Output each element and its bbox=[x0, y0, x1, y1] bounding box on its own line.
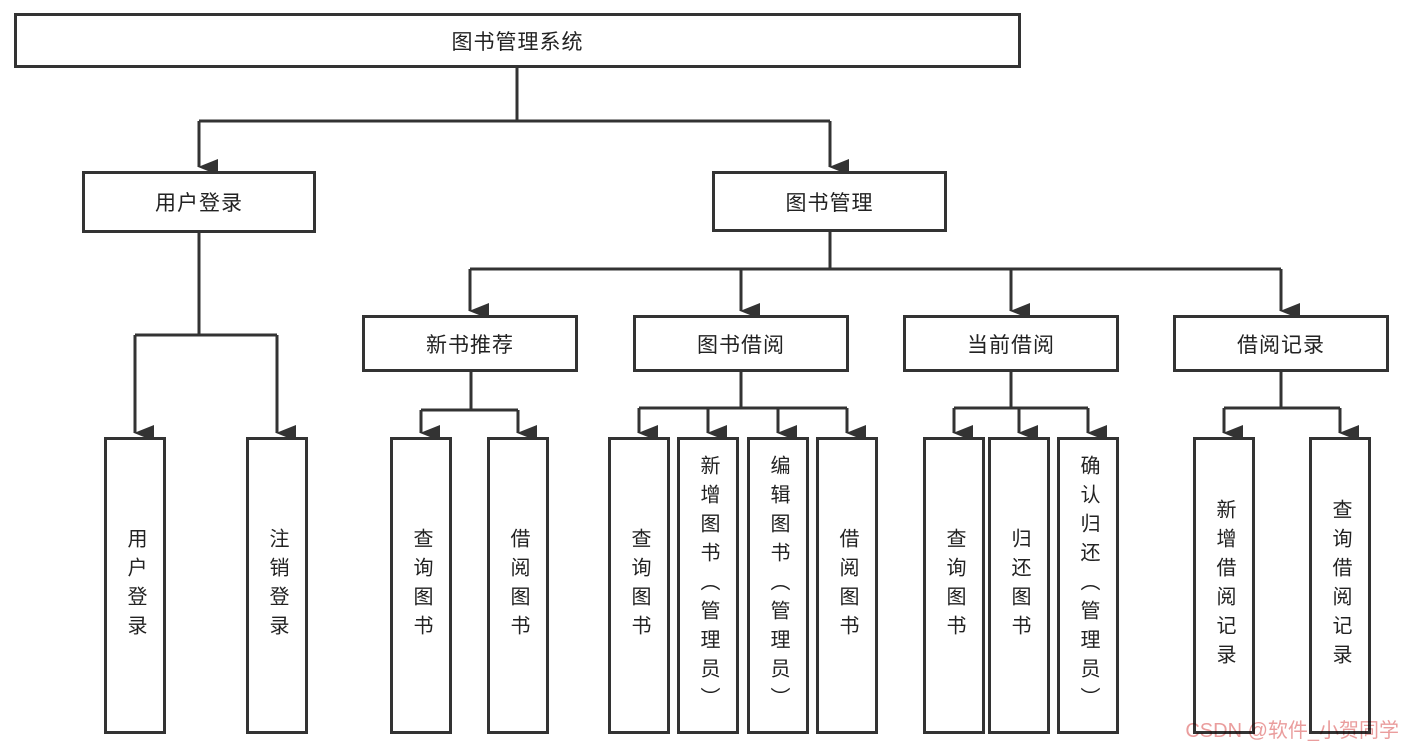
node-label: 用户登录 bbox=[155, 192, 243, 215]
node-label: 归还图书 bbox=[1008, 527, 1030, 644]
node-current-borrow: 当前借阅 bbox=[903, 315, 1119, 372]
leaf-current-query-book: 查询图书 bbox=[923, 437, 985, 734]
leaf-borrow-borrow-book: 借阅图书 bbox=[816, 437, 878, 734]
watermark: CSDN @软件_小贺同学 bbox=[1185, 720, 1399, 742]
node-label: 注销登录 bbox=[266, 527, 288, 644]
leaf-borrow-query-book: 查询图书 bbox=[608, 437, 670, 734]
node-label: 查询借阅记录 bbox=[1329, 498, 1351, 673]
node-label: 确认归还（管理员） bbox=[1077, 455, 1099, 716]
node-new-book-recommend: 新书推荐 bbox=[362, 315, 578, 372]
leaf-record-add-record: 新增借阅记录 bbox=[1193, 437, 1255, 734]
node-label: 新增图书（管理员） bbox=[697, 455, 719, 716]
leaf-borrow-edit-book-admin: 编辑图书（管理员） bbox=[747, 437, 809, 734]
node-label: 新增借阅记录 bbox=[1213, 498, 1235, 673]
node-system-root: 图书管理系统 bbox=[14, 13, 1021, 68]
leaf-record-query-record: 查询借阅记录 bbox=[1309, 437, 1371, 734]
leaf-current-return-book: 归还图书 bbox=[988, 437, 1050, 734]
leaf-current-confirm-return-admin: 确认归还（管理员） bbox=[1057, 437, 1119, 734]
node-label: 新书推荐 bbox=[426, 333, 514, 357]
node-label: 查询图书 bbox=[943, 527, 965, 644]
leaf-user-login: 用户登录 bbox=[104, 437, 166, 734]
leaf-logout: 注销登录 bbox=[246, 437, 308, 734]
node-book-borrow: 图书借阅 bbox=[633, 315, 849, 372]
connector-group bbox=[133, 68, 1359, 441]
node-label: 当前借阅 bbox=[967, 333, 1055, 357]
node-label: 图书管理 bbox=[785, 191, 874, 215]
node-label: 图书管理系统 bbox=[451, 30, 584, 54]
node-label: 借阅图书 bbox=[836, 527, 858, 644]
node-label: 查询图书 bbox=[628, 527, 650, 644]
node-label: 查询图书 bbox=[410, 527, 432, 644]
node-label: 借阅记录 bbox=[1237, 333, 1325, 357]
node-user-login: 用户登录 bbox=[82, 171, 316, 233]
node-label: 用户登录 bbox=[124, 527, 146, 644]
leaf-recommend-borrow-book: 借阅图书 bbox=[487, 437, 549, 734]
node-borrow-record: 借阅记录 bbox=[1173, 315, 1389, 372]
leaf-borrow-add-book-admin: 新增图书（管理员） bbox=[677, 437, 739, 734]
node-label: 图书借阅 bbox=[697, 333, 785, 357]
node-book-manage: 图书管理 bbox=[712, 171, 947, 232]
leaf-recommend-query-book: 查询图书 bbox=[390, 437, 452, 734]
node-label: 借阅图书 bbox=[507, 527, 529, 644]
node-label: 编辑图书（管理员） bbox=[767, 455, 789, 716]
